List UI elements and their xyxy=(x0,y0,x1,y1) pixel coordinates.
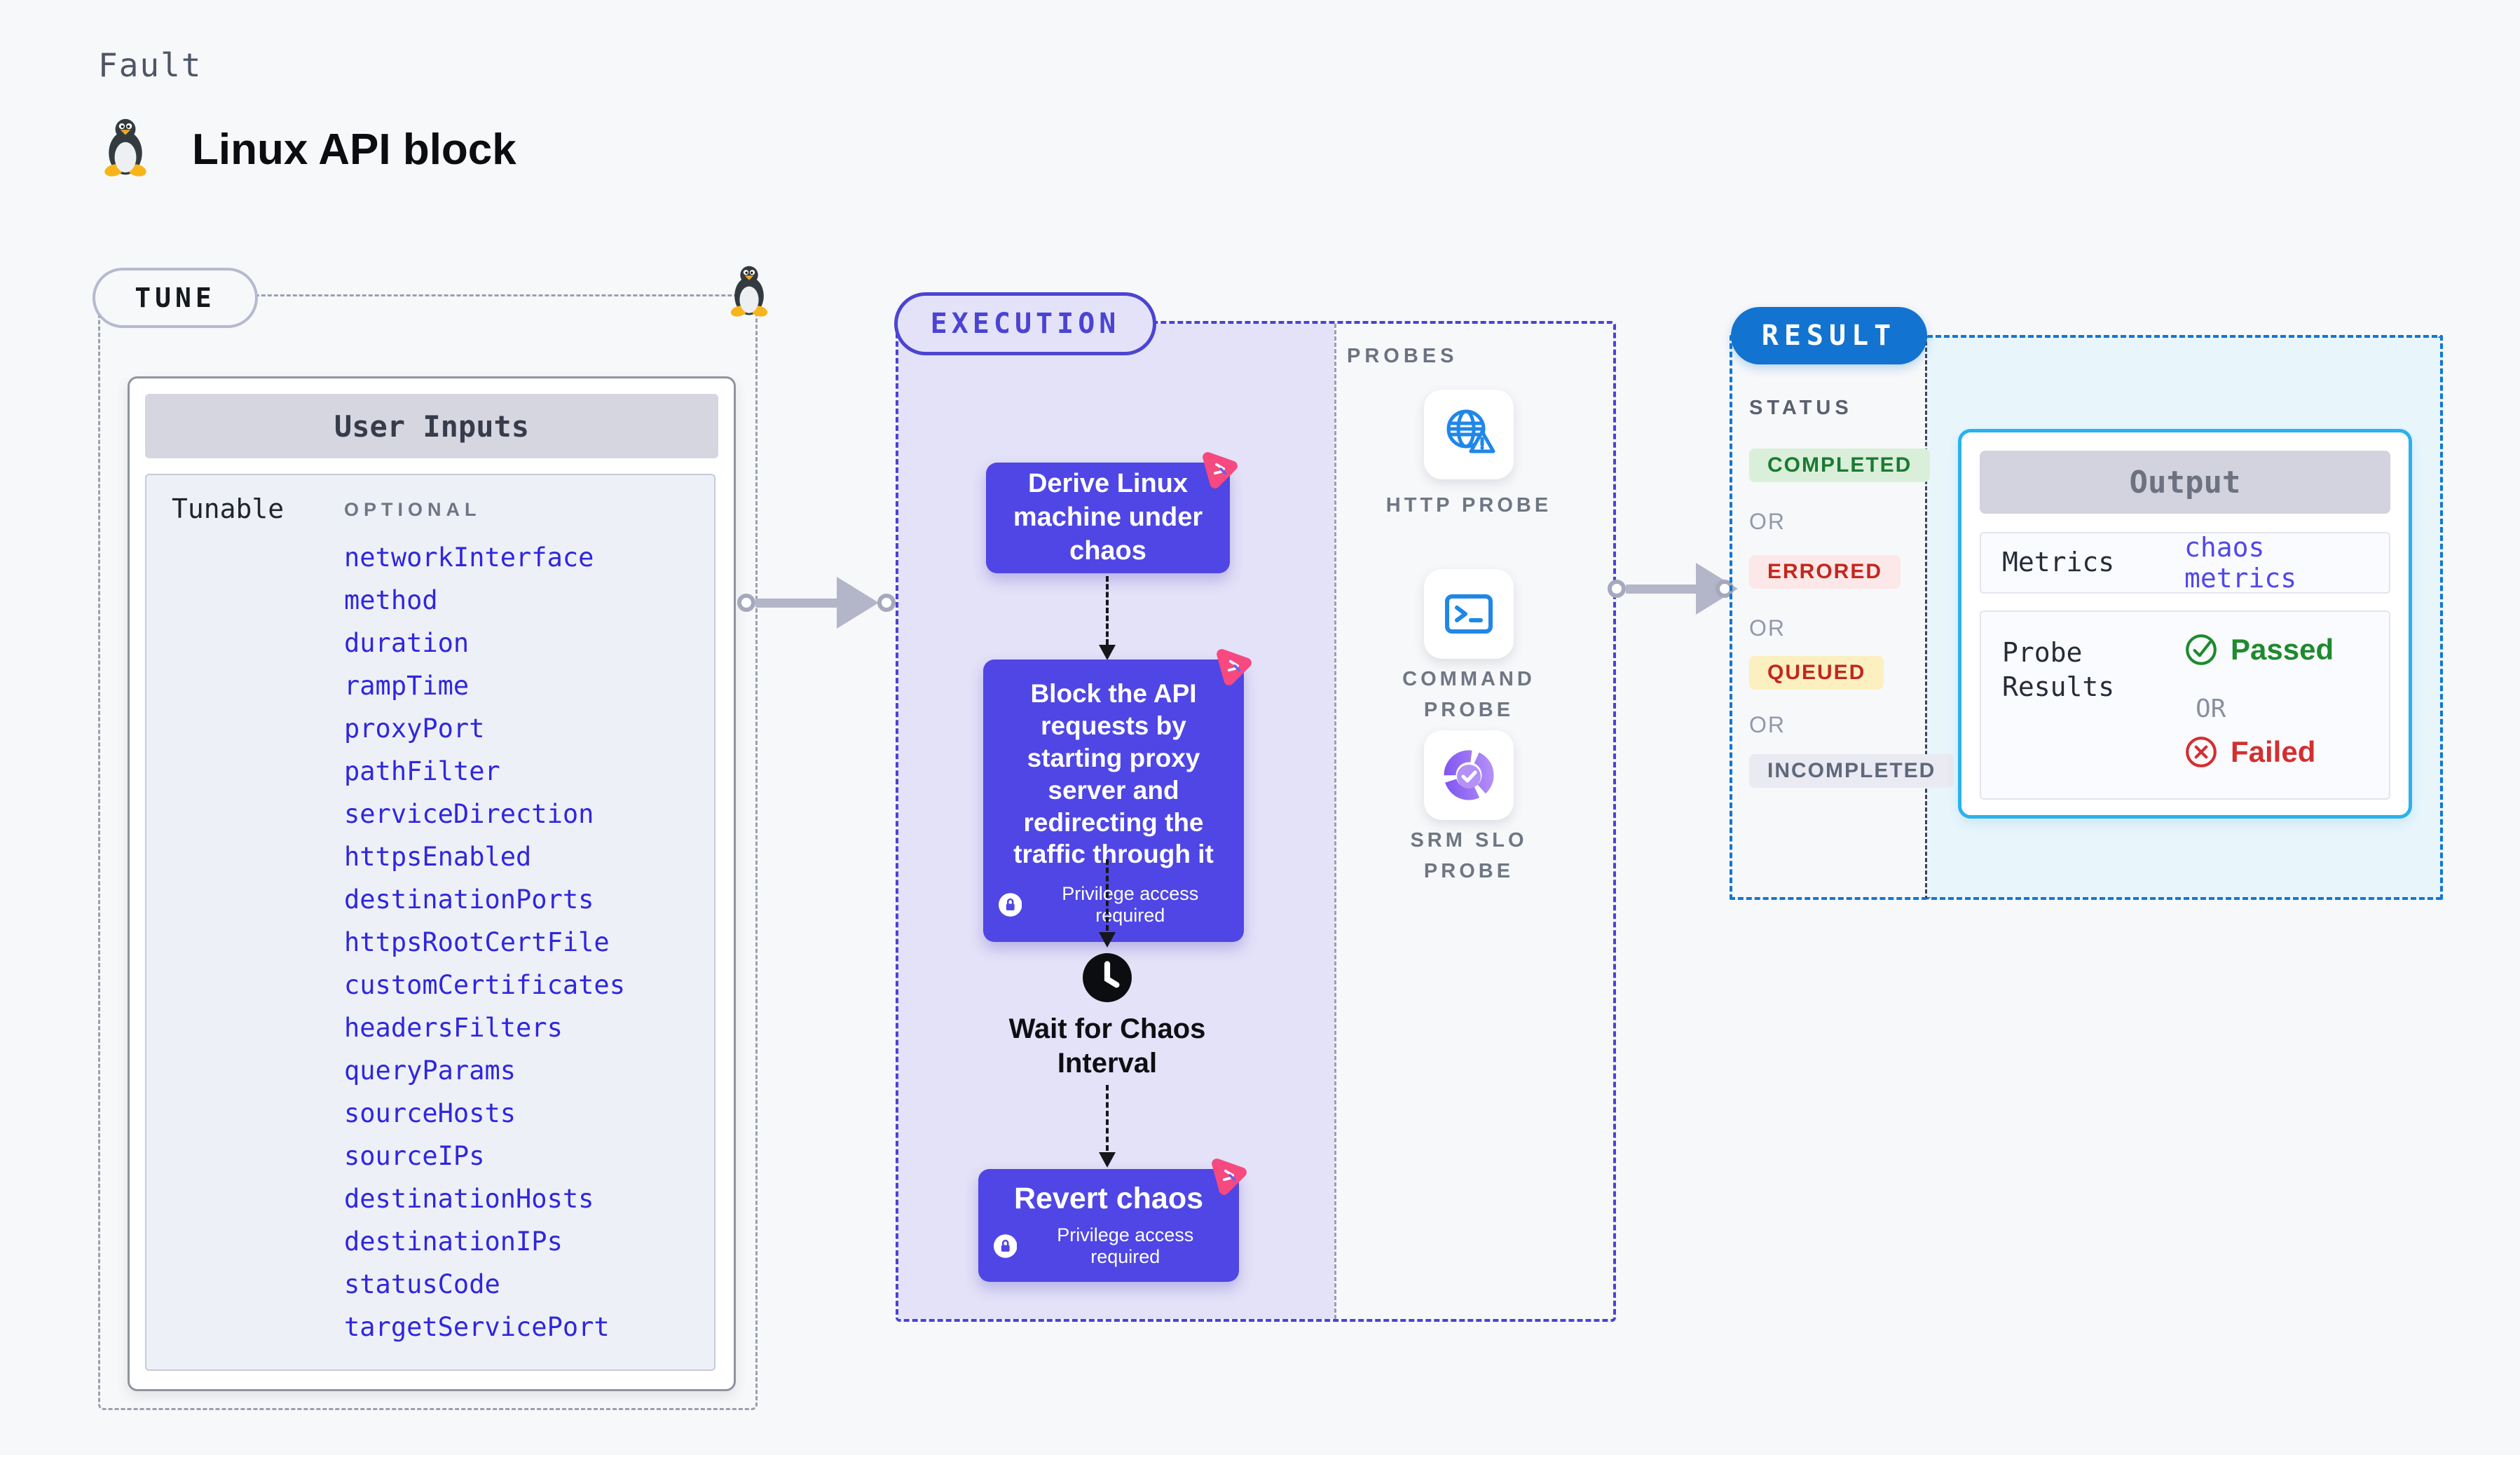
output-header: Output xyxy=(1980,451,2390,514)
globe-alert-icon xyxy=(1446,409,1495,453)
param-customCertificates[interactable]: customCertificates xyxy=(344,970,625,1000)
page-title: Linux API block xyxy=(192,125,516,174)
tunable-label: Tunable xyxy=(172,493,285,524)
result-pill: RESULT xyxy=(1731,307,1927,364)
flow-arrow-head xyxy=(1099,645,1116,660)
param-targetServicePort[interactable]: targetServicePort xyxy=(344,1312,610,1342)
chaos-metrics-link[interactable]: chaos metrics xyxy=(2184,532,2297,594)
chaos-badge-icon xyxy=(1199,450,1240,491)
http-probe-card xyxy=(1424,390,1514,479)
param-httpsEnabled[interactable]: httpsEnabled xyxy=(344,842,532,872)
param-sourceHosts[interactable]: sourceHosts xyxy=(344,1098,516,1128)
connector-dot xyxy=(877,594,896,612)
user-inputs-title: User Inputs xyxy=(334,409,530,444)
flow-connector xyxy=(1106,576,1109,645)
execution-pill: EXECUTION xyxy=(894,292,1156,355)
output-title: Output xyxy=(2129,464,2241,500)
user-inputs-panel: User Inputs Tunable OPTIONAL networkInte… xyxy=(128,376,736,1391)
probes-to-result-arrow xyxy=(1626,585,1697,594)
srm-slo-probe-label: SRM SLO PROBE xyxy=(1410,829,1528,882)
param-destinationHosts[interactable]: destinationHosts xyxy=(344,1184,594,1214)
connector-dot xyxy=(737,594,755,612)
probes-label: PROBES xyxy=(1347,345,1458,367)
param-headersFilters[interactable]: headersFilters xyxy=(344,1013,563,1043)
param-proxyPort[interactable]: proxyPort xyxy=(344,713,485,744)
status-label: STATUS xyxy=(1749,397,1853,419)
privilege-note: Privilege access required xyxy=(1057,1224,1194,1267)
status-or: OR xyxy=(1749,615,1786,641)
status-or: OR xyxy=(1749,509,1786,534)
srm-slo-probe-card xyxy=(1424,730,1514,820)
param-rampTime[interactable]: rampTime xyxy=(344,671,470,701)
param-serviceDirection[interactable]: serviceDirection xyxy=(344,799,594,829)
command-probe-card xyxy=(1424,569,1514,659)
step-block-api-label: Block the API requests by starting proxy… xyxy=(1013,679,1214,869)
metrics-label: Metrics xyxy=(2002,547,2115,578)
result-pill-label: RESULT xyxy=(1761,320,1897,352)
flow-arrow-head xyxy=(1099,1152,1116,1168)
wait-interval-label: Wait for Chaos Interval xyxy=(1008,1013,1206,1079)
privilege-note: Privilege access required xyxy=(1062,883,1199,927)
chaos-badge-icon xyxy=(1208,1156,1249,1197)
passed-label: Passed xyxy=(2231,633,2334,666)
arrow-head xyxy=(837,577,879,629)
status-or: OR xyxy=(1749,712,1786,737)
param-destinationIPs[interactable]: destinationIPs xyxy=(344,1226,563,1257)
step-block-api: Block the API requests by starting proxy… xyxy=(983,660,1244,943)
probe-result-or: OR xyxy=(2196,695,2226,723)
page-kicker: Fault xyxy=(98,46,203,84)
lock-icon xyxy=(994,1233,1018,1259)
param-duration[interactable]: duration xyxy=(344,628,470,658)
tune-pill: TUNE xyxy=(93,268,258,328)
bottom-strip xyxy=(0,1455,2520,1483)
flow-connector xyxy=(1106,1085,1109,1151)
flow-arrow-head xyxy=(1099,932,1116,948)
step-derive-machine: Derive Linux machine under chaos xyxy=(986,463,1230,573)
terminal-icon xyxy=(1445,594,1493,634)
param-networkInterface[interactable]: networkInterface xyxy=(344,542,594,573)
param-pathFilter[interactable]: pathFilter xyxy=(344,756,500,786)
param-method[interactable]: method xyxy=(344,585,438,615)
command-probe-label: COMMAND PROBE xyxy=(1402,668,1535,721)
http-probe-label: HTTP PROBE xyxy=(1385,494,1552,517)
user-inputs-body: Tunable OPTIONAL networkInterface method… xyxy=(145,474,715,1371)
tune-pill-label: TUNE xyxy=(135,282,216,313)
param-sourceIPs[interactable]: sourceIPs xyxy=(344,1141,485,1171)
step-revert-chaos: Revert chaos Privilege access required xyxy=(978,1169,1239,1282)
execution-pill-label: EXECUTION xyxy=(930,308,1121,340)
param-queryParams[interactable]: queryParams xyxy=(344,1055,516,1086)
param-statusCode[interactable]: statusCode xyxy=(344,1269,500,1299)
status-badge-incompleted: INCOMPLETED xyxy=(1749,754,1954,788)
failed-result: Failed xyxy=(2184,735,2315,769)
status-badge-errored: ERRORED xyxy=(1749,555,1901,589)
linux-tux-icon xyxy=(103,118,148,178)
param-destinationPorts[interactable]: destinationPorts xyxy=(344,884,594,915)
x-circle-icon xyxy=(2186,737,2217,767)
optional-tag: OPTIONAL xyxy=(344,499,481,520)
status-badge-queued: QUEUED xyxy=(1749,656,1884,690)
step-revert-chaos-label: Revert chaos xyxy=(1013,1182,1204,1215)
metrics-row: Metrics chaos metrics xyxy=(1980,532,2390,594)
connector-dot xyxy=(1608,580,1626,598)
probe-results-label: Probe Results xyxy=(2002,637,2115,703)
tune-to-execution-arrow xyxy=(755,599,838,608)
probes-divider xyxy=(1334,324,1336,1319)
chaos-badge-icon xyxy=(1213,647,1254,688)
status-badge-completed: COMPLETED xyxy=(1749,449,1931,482)
failed-label: Failed xyxy=(2231,735,2316,768)
probe-results-row: Probe Results Passed OR Failed xyxy=(1980,610,2390,800)
passed-result: Passed xyxy=(2184,633,2334,667)
lock-icon xyxy=(999,892,1022,918)
tux-corner-icon xyxy=(730,266,769,318)
param-list: networkInterface method duration rampTim… xyxy=(344,542,625,1342)
output-panel: Output Metrics chaos metrics Probe Resul… xyxy=(1958,429,2412,819)
slo-donut-icon xyxy=(1444,750,1494,800)
flow-connector xyxy=(1106,859,1109,931)
param-httpsRootCertFile[interactable]: httpsRootCertFile xyxy=(344,927,610,957)
check-circle-icon xyxy=(2186,634,2217,665)
user-inputs-header: User Inputs xyxy=(145,394,718,458)
tune-region xyxy=(98,294,758,1410)
clock-icon xyxy=(1083,953,1132,1002)
step-derive-machine-label: Derive Linux machine under chaos xyxy=(1013,469,1203,566)
